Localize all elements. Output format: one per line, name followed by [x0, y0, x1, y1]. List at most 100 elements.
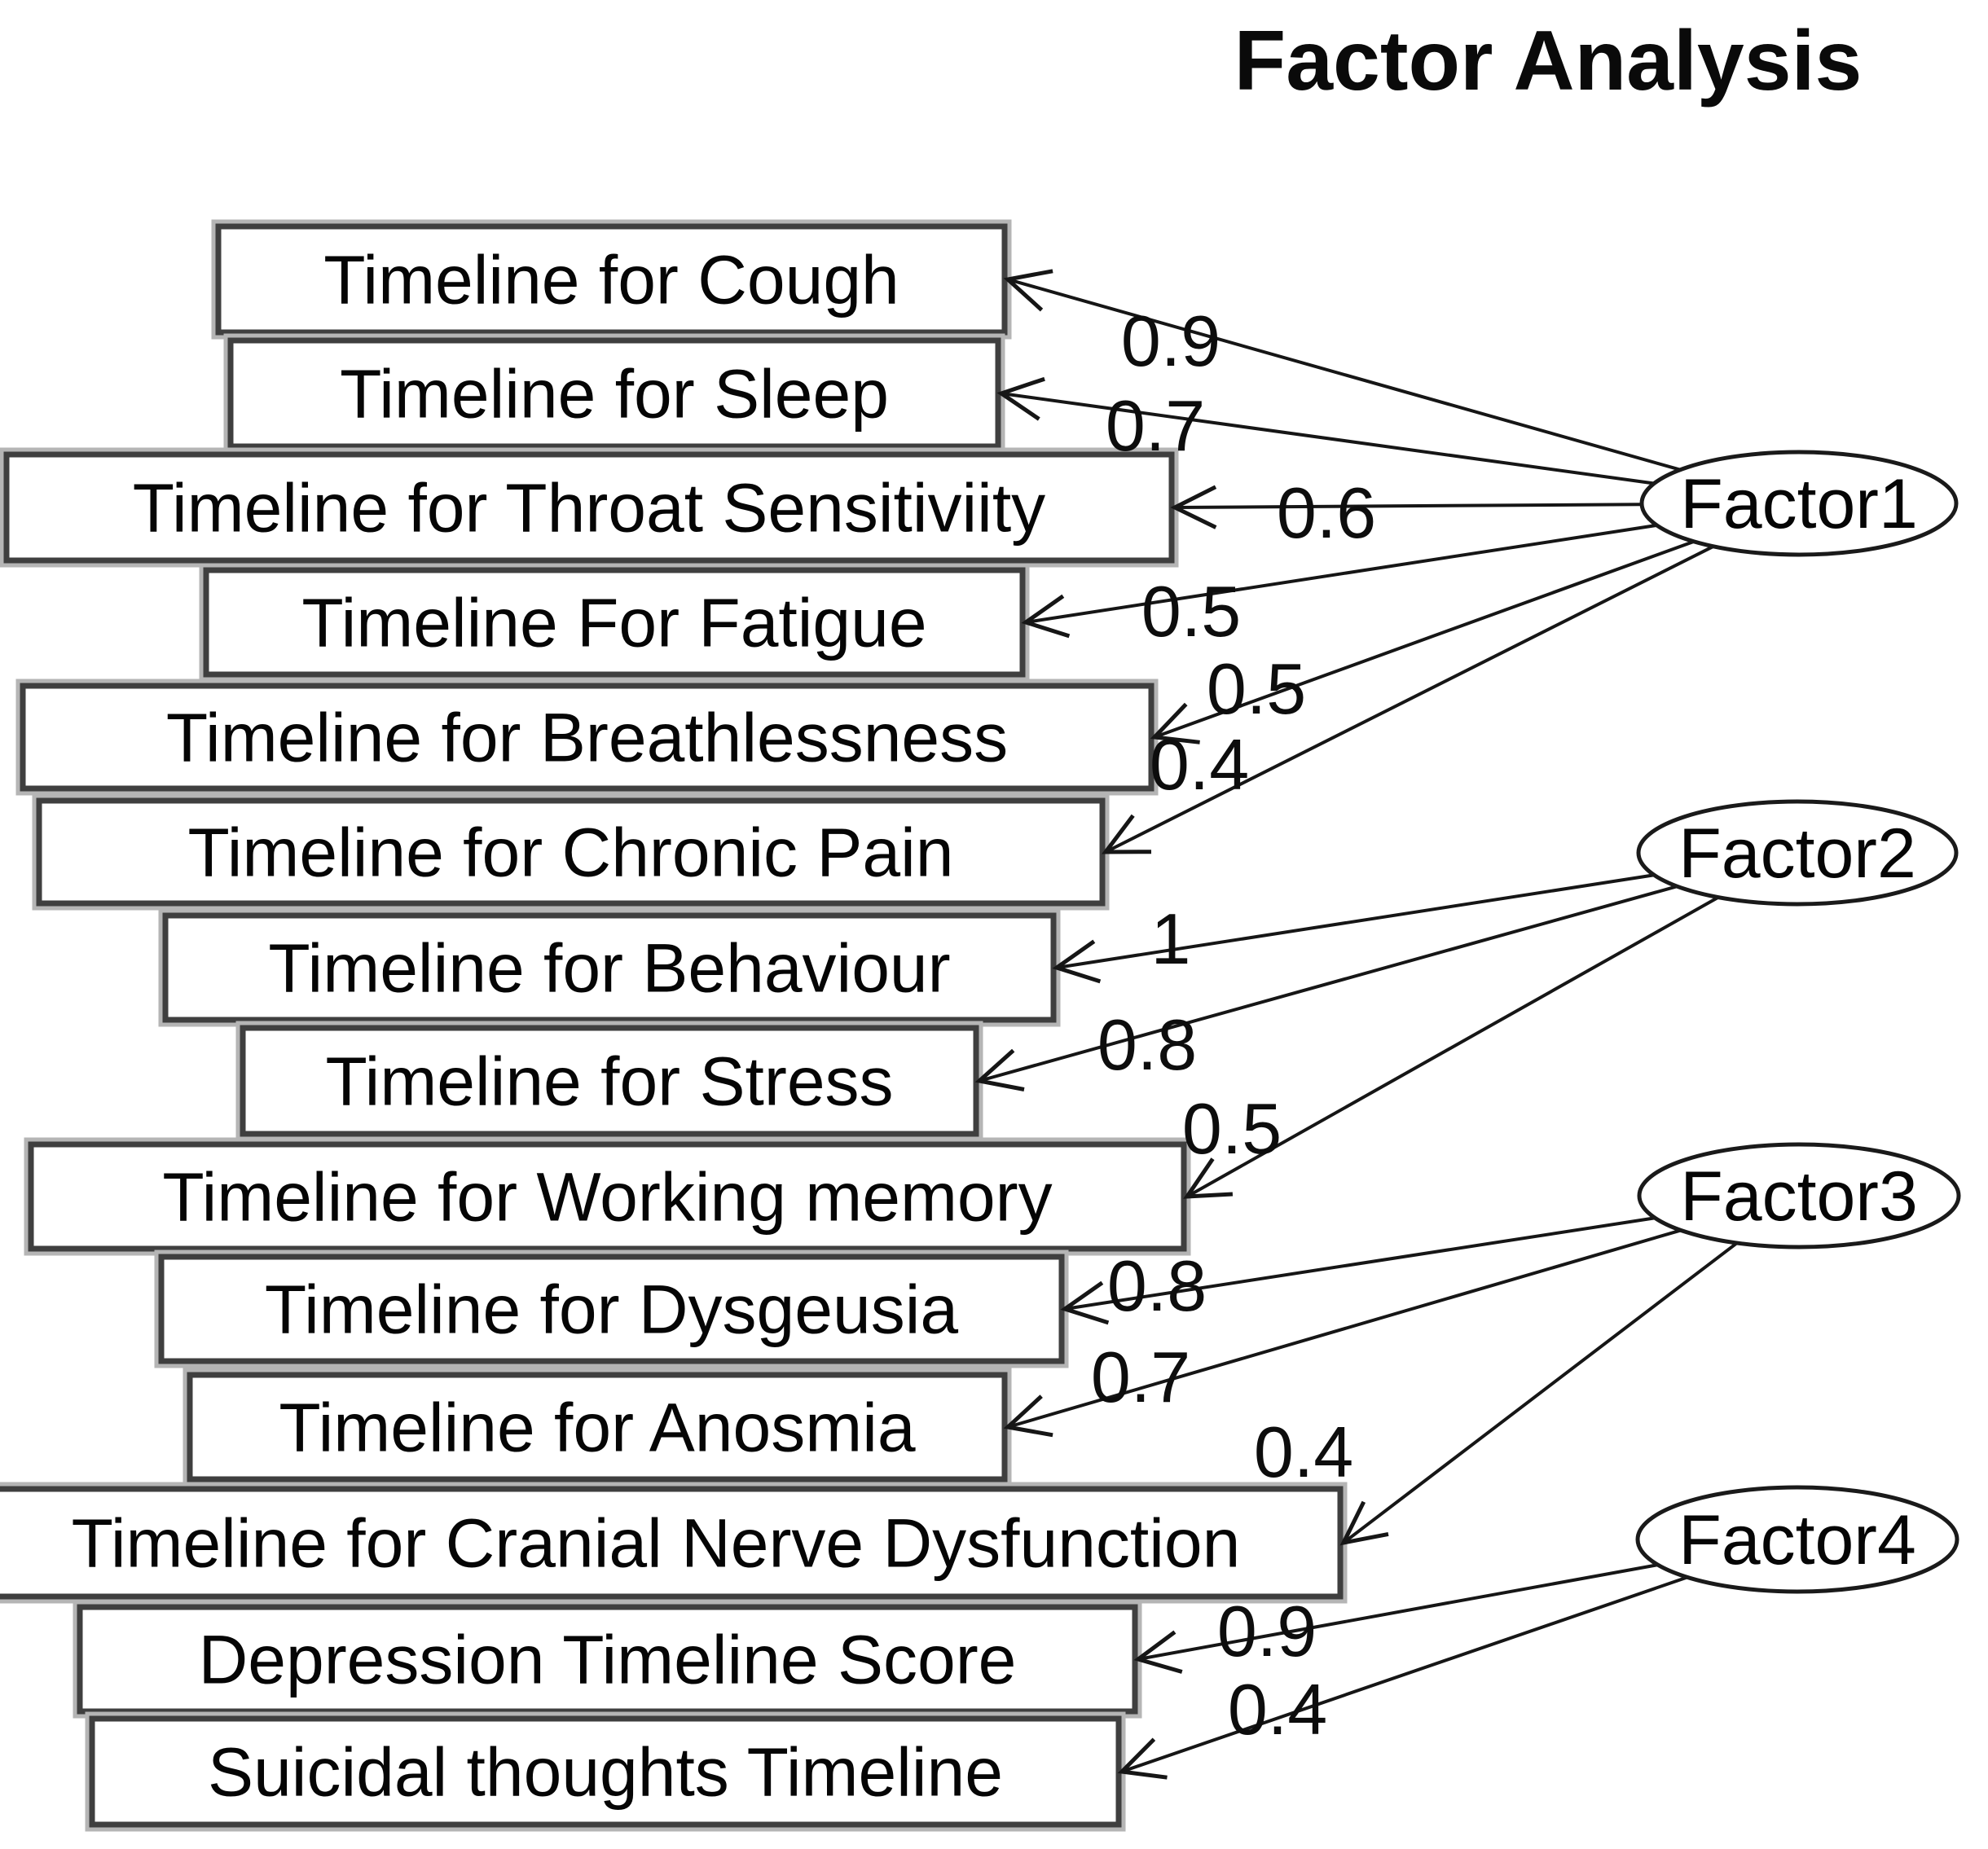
variable-box-frame	[77, 1604, 1138, 1715]
variable-box-fatigue: Timeline For Fatigue	[199, 563, 1030, 682]
arrow-head-icon	[1052, 939, 1102, 984]
arrow-head-icon	[974, 1048, 1025, 1091]
loading-edges	[979, 278, 1739, 1773]
figure-title: Factor Analysis	[1234, 14, 1863, 108]
factor-ellipse-factor1: Factor1	[1639, 450, 1959, 557]
variable-box-frame	[3, 451, 1175, 564]
variable-box-label: Timeline for Behaviour	[268, 929, 950, 1006]
loading-value-label: 0.7	[1091, 1337, 1190, 1417]
variable-box-label: Timeline for Stress	[325, 1043, 893, 1119]
variable-box-cough: Timeline for Cough	[211, 219, 1012, 340]
variable-box-dysgeusia: Timeline for Dysgeusia	[154, 1250, 1069, 1368]
loading-value-label: 0.5	[1141, 571, 1241, 652]
variable-box-throat: Timeline for Throat Sensitiviity	[0, 447, 1179, 568]
variable-box-frame	[89, 1715, 1122, 1828]
loading-value-label: 0.8	[1107, 1245, 1207, 1326]
variable-box-cranial: Timeline for Cranial Nerve Dysfunction	[0, 1482, 1348, 1604]
variable-box-working_memory: Timeline for Working memory	[24, 1137, 1191, 1256]
variable-box-frame	[240, 1025, 979, 1137]
arrow-head-icon	[1339, 1500, 1389, 1546]
loading-edge	[1007, 278, 1681, 472]
variable-box-label: Depression Timeline Score	[199, 1621, 1017, 1697]
variable-box-frame	[0, 1486, 1344, 1600]
arrow-head-icon	[1060, 1280, 1110, 1325]
factor-label: Factor2	[1678, 815, 1916, 893]
variable-box-label: Timeline for Breathlessness	[166, 699, 1008, 775]
arrow-head-icon	[996, 376, 1045, 421]
loading-edge	[1174, 503, 1643, 509]
loading-edge	[1121, 1575, 1688, 1773]
factor-label: Factor1	[1680, 465, 1918, 543]
variable-box-label: Suicidal thoughts Timeline	[208, 1733, 1003, 1810]
arrow-head-icon	[1117, 1737, 1168, 1780]
variable-box-anosmia: Timeline for Anosmia	[183, 1368, 1012, 1487]
arrow-heads	[974, 269, 1389, 1780]
arrow-head-icon	[1133, 1630, 1183, 1674]
loading-value-label: 0.9	[1217, 1591, 1317, 1671]
factor-ellipse-factor3: Factor3	[1637, 1142, 1961, 1250]
variable-box-sleep: Timeline for Sleep	[223, 333, 1005, 454]
loading-edge	[1105, 545, 1714, 854]
variable-box-label: Timeline for Working memory	[162, 1158, 1052, 1235]
factor-ellipse-shape	[1635, 1485, 1959, 1594]
variable-box-label: Timeline for Anosmia	[279, 1389, 915, 1465]
loading-edge	[1056, 873, 1655, 969]
loading-value-label: 0.9	[1121, 301, 1221, 381]
arrow-head-icon	[1021, 594, 1071, 639]
variable-box-depression: Depression Timeline Score	[73, 1600, 1142, 1719]
variable-box-frame	[158, 1254, 1065, 1364]
loading-value-label: 0.7	[1106, 385, 1205, 466]
factor-label: Factor4	[1678, 1501, 1916, 1579]
variable-box-label: Timeline for Throat Sensitiviity	[133, 469, 1045, 546]
loading-value-label: 0.4	[1254, 1412, 1353, 1492]
factor-ellipse-factor4: Factor4	[1635, 1485, 1959, 1594]
variable-box-behaviour: Timeline for Behaviour	[158, 908, 1061, 1027]
loading-value-label: 0.5	[1182, 1088, 1282, 1169]
arrow-head-icon	[1183, 1157, 1234, 1199]
loading-labels: 0.90.70.60.50.50.410.80.50.80.70.40.90.4	[1091, 301, 1376, 1750]
variable-box-chronic_pain: Timeline for Chronic Pain	[32, 793, 1110, 911]
arrow-head-icon	[1150, 702, 1200, 744]
loading-edge	[1025, 523, 1657, 624]
variable-box-label: Timeline for Cough	[323, 241, 899, 318]
loading-edge	[1007, 1228, 1682, 1429]
variable-box-label: Timeline For Fatigue	[301, 584, 926, 661]
loading-edge	[1137, 1563, 1659, 1661]
arrow-head-icon	[1003, 269, 1053, 312]
arrow-head-icon	[1170, 485, 1217, 529]
variable-box-frame	[203, 567, 1026, 678]
loading-edge	[1001, 392, 1655, 485]
loading-edge	[1154, 539, 1695, 739]
variable-box-breathlessness: Timeline for Breathlessness	[15, 679, 1159, 796]
arrow-head-icon	[1101, 814, 1152, 854]
factor-ellipse-shape	[1639, 450, 1959, 557]
factor-ellipse-shape	[1636, 799, 1959, 907]
variable-box-stress: Timeline for Stress	[235, 1021, 983, 1141]
arrow-head-icon	[1003, 1394, 1053, 1438]
factor-ellipse-factor2: Factor2	[1636, 799, 1959, 907]
loading-edge	[1186, 895, 1719, 1198]
loading-value-label: 1	[1151, 898, 1191, 979]
variable-box-frame	[187, 1372, 1008, 1482]
variable-box-label: Timeline for Cranial Nerve Dysfunction	[72, 1504, 1241, 1581]
factor-label: Factor3	[1680, 1157, 1918, 1236]
factor-ellipse-shape	[1637, 1142, 1961, 1250]
variable-box-frame	[28, 1141, 1187, 1252]
loading-edge	[1342, 1241, 1739, 1544]
variable-box-label: Timeline for Sleep	[340, 355, 889, 432]
variable-box-frame	[20, 683, 1155, 792]
loading-value-label: 0.4	[1228, 1669, 1327, 1750]
loading-value-label: 0.8	[1097, 1004, 1197, 1085]
variable-box-suicidal: Suicidal thoughts Timeline	[85, 1711, 1126, 1832]
loading-edge	[1064, 1216, 1656, 1311]
variable-box-frame	[36, 797, 1106, 907]
variable-box-frame	[215, 223, 1008, 336]
loading-value-label: 0.4	[1150, 724, 1249, 805]
loading-edge	[979, 885, 1678, 1083]
loading-value-label: 0.5	[1207, 648, 1306, 729]
loading-value-label: 0.6	[1277, 472, 1376, 553]
